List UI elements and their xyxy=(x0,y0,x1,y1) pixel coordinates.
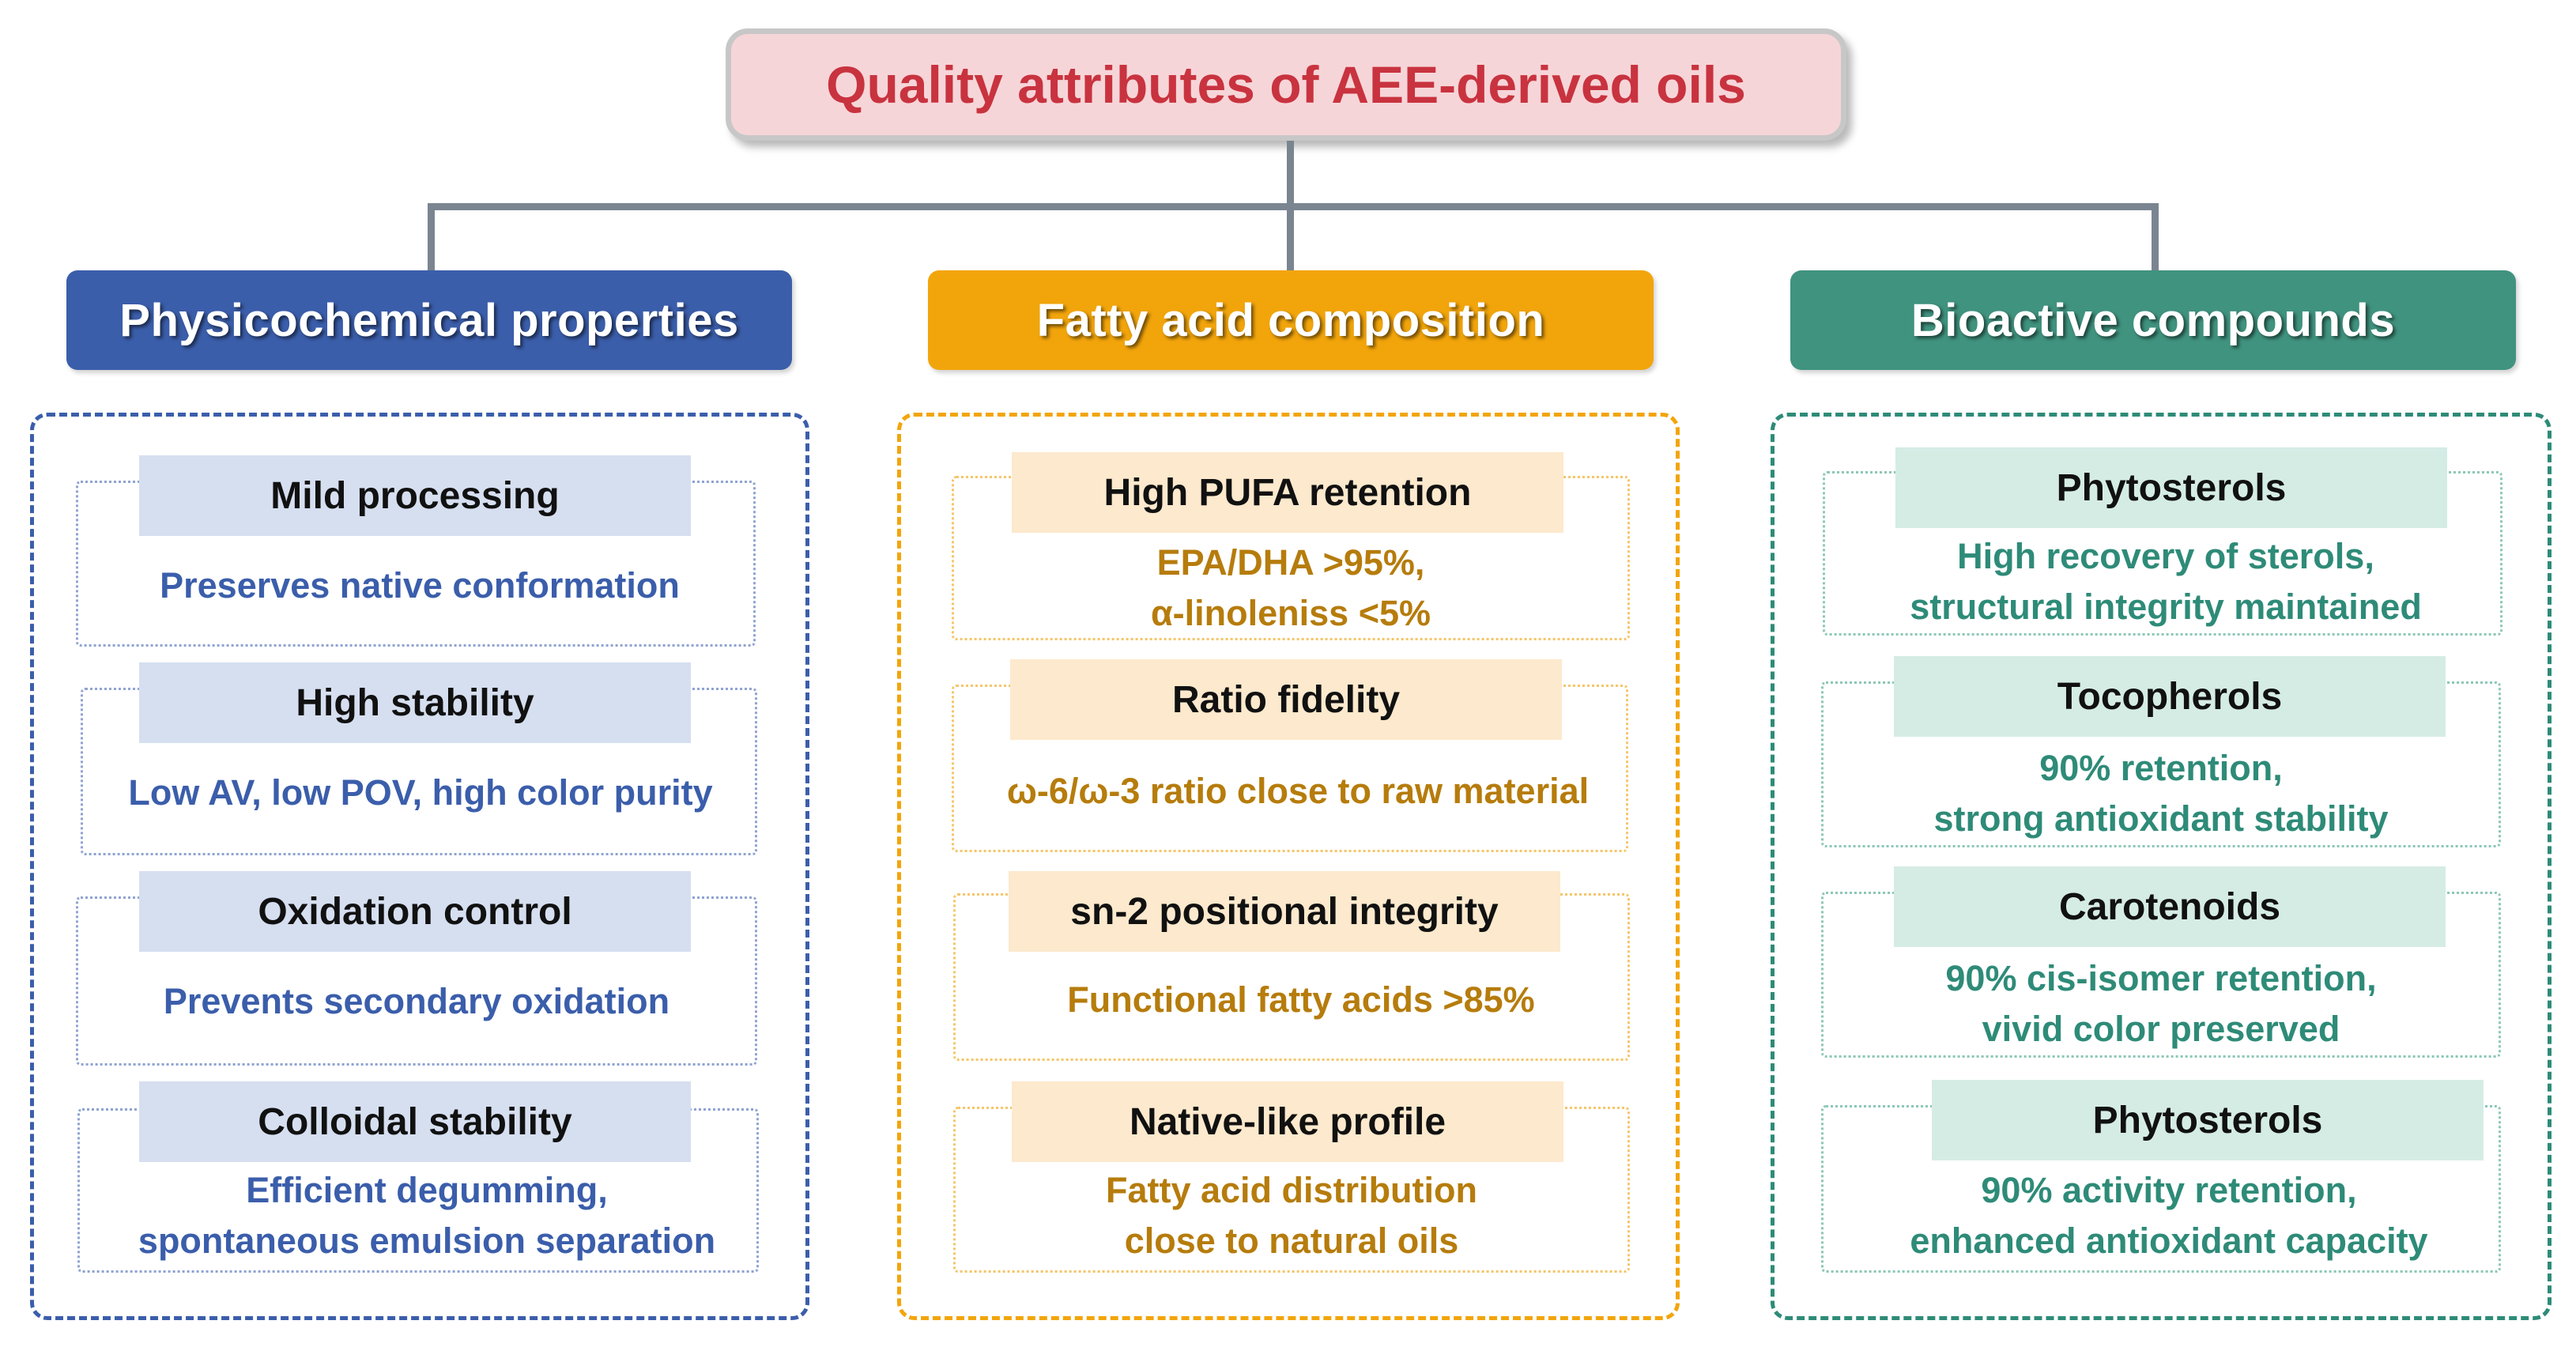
item-description: 90% cis-isomer retention, vivid color pr… xyxy=(1945,958,2377,1049)
connector-drop-fatty-acid xyxy=(1287,203,1294,271)
item-description: Preserves native conformation xyxy=(160,565,680,606)
item-description: Functional fatty acids >85% xyxy=(1067,979,1535,1020)
item-description: Fatty acid distribution close to natural… xyxy=(1105,1170,1478,1261)
item-title: Colloidal stability xyxy=(139,1081,691,1162)
item-description: Low AV, low POV, high color purity xyxy=(128,772,713,813)
item-description: ω-6/ω-3 ratio close to raw material xyxy=(1006,771,1590,811)
root-title-text: Quality attributes of AEE-derived oils xyxy=(826,55,1746,114)
item-description: High recovery of sterols, structural int… xyxy=(1910,536,2422,627)
group-bioactive-compounds xyxy=(1771,413,2551,1320)
connector-root-stem xyxy=(1287,141,1294,209)
item-description: Prevents secondary oxidation xyxy=(163,981,670,1021)
item-title: High stability xyxy=(139,662,691,743)
item-title: Mild processing xyxy=(139,455,691,536)
item-title: Carotenoids xyxy=(1894,866,2446,947)
item-title: Oxidation control xyxy=(139,871,691,952)
item-title: Phytosterols xyxy=(1895,447,2447,528)
header-physicochemical-properties: Physicochemical properties xyxy=(66,270,792,370)
root-title: Quality attributes of AEE-derived oils xyxy=(726,28,1846,141)
item-title: Native-like profile xyxy=(1012,1081,1563,1162)
item-description: 90% activity retention, enhanced antioxi… xyxy=(1910,1170,2428,1261)
item-title: Ratio fidelity xyxy=(1010,659,1562,740)
header-fatty-acid-composition: Fatty acid composition xyxy=(928,270,1654,370)
item-title: High PUFA retention xyxy=(1012,452,1563,533)
item-description: Efficient degumming, spontaneous emulsio… xyxy=(138,1170,716,1261)
item-description: EPA/DHA >95%, α-linoleniss <5% xyxy=(1150,542,1431,633)
connector-drop-physicochemical xyxy=(428,203,435,271)
group-fatty-acid-composition xyxy=(897,413,1680,1320)
item-description: 90% retention, strong antioxidant stabil… xyxy=(1933,748,2389,839)
header-bioactive-compounds: Bioactive compounds xyxy=(1790,270,2516,370)
item-title: sn-2 positional integrity xyxy=(1009,871,1560,952)
group-physicochemical-properties xyxy=(30,413,809,1320)
item-title: Tocopherols xyxy=(1894,656,2446,737)
connector-drop-bioactive xyxy=(2152,203,2159,271)
item-title: Phytosterols xyxy=(1932,1080,2484,1160)
